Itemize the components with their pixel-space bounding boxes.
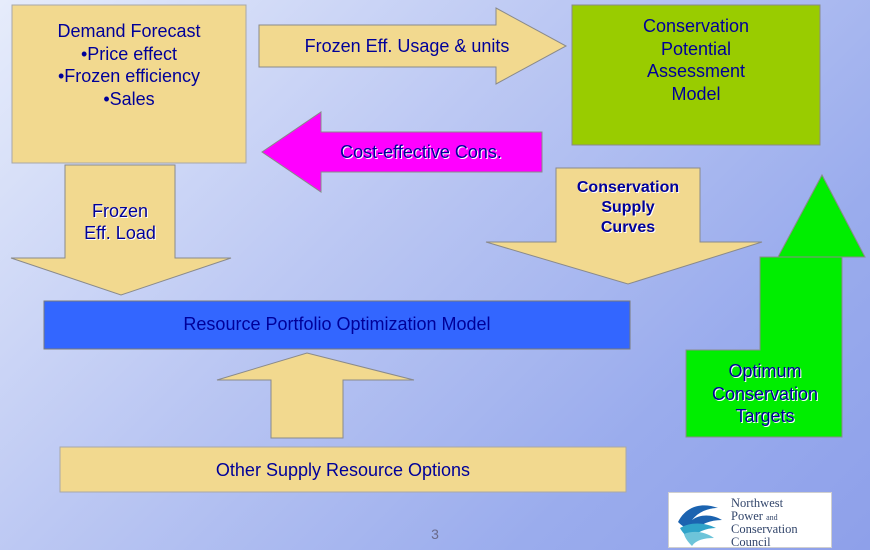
supply-curves-line-1: Conservation — [576, 179, 680, 196]
logo-power: Power — [731, 509, 763, 524]
other-supply-up-arrow — [216, 352, 415, 439]
logo-text: Northwest Power and Conservation Council — [731, 496, 798, 550]
optimum-targets-text: Optimum Conservation Targets — [688, 353, 842, 435]
supply-curves-line-2: Supply — [601, 199, 655, 216]
model-line-2: Potential — [660, 38, 732, 59]
frozen-usage-arrow — [258, 7, 568, 85]
bullet-frozen-efficiency: •Frozen efficiency — [57, 66, 201, 86]
optimum-line-2: Conservation — [711, 383, 819, 404]
cost-effective-arrow — [261, 111, 543, 193]
frozen-usage-label: Frozen Eff. Usage & units — [304, 36, 510, 56]
page-number: 3 — [431, 526, 439, 542]
optimum-line-3: Targets — [735, 406, 795, 427]
optimum-line-1: Optimum — [728, 361, 802, 382]
frozen-load-line-2: Eff. Load — [84, 223, 156, 243]
optimization-model-label: Resource Portfolio Optimization Model — [183, 314, 491, 334]
other-supply-label: Other Supply Resource Options — [215, 460, 471, 480]
supply-curves-line-3: Curves — [600, 219, 656, 236]
conservation-model-text: Conservation Potential Assessment Model — [572, 5, 820, 145]
supply-curves-text: Conservation Supply Curves — [556, 178, 700, 262]
optimization-model-box — [43, 300, 631, 350]
logo-line-4: Council — [731, 535, 771, 550]
frozen-load-arrow — [10, 164, 232, 296]
bullet-sales: •Sales — [103, 88, 155, 109]
demand-forecast-text: Demand Forecast •Price effect •Frozen ef… — [12, 20, 246, 150]
demand-forecast-title: Demand Forecast — [57, 21, 201, 41]
frozen-load-text: Frozen Eff. Load — [65, 196, 175, 248]
other-supply-box — [59, 446, 627, 493]
optimum-targets-arrow — [685, 173, 866, 438]
model-line-4: Model — [671, 83, 721, 104]
model-line-3: Assessment — [646, 61, 746, 81]
logo-line-3: Conservation — [731, 522, 798, 537]
frozen-load-line-1: Frozen — [91, 200, 149, 221]
demand-forecast-box — [11, 4, 247, 164]
bullet-price-effect: •Price effect — [80, 43, 177, 64]
logo-line-2: Power and — [731, 510, 798, 523]
council-logo: Northwest Power and Conservation Council — [668, 492, 832, 550]
logo-and: and — [766, 513, 778, 523]
model-line-1: Conservation — [642, 16, 750, 36]
wave-logo-icon — [678, 505, 722, 546]
conservation-model-box — [571, 4, 821, 146]
cost-effective-label: Cost-effective Cons. — [340, 142, 502, 162]
supply-curves-arrow — [485, 167, 763, 285]
logo-line-1: Northwest — [731, 496, 784, 510]
